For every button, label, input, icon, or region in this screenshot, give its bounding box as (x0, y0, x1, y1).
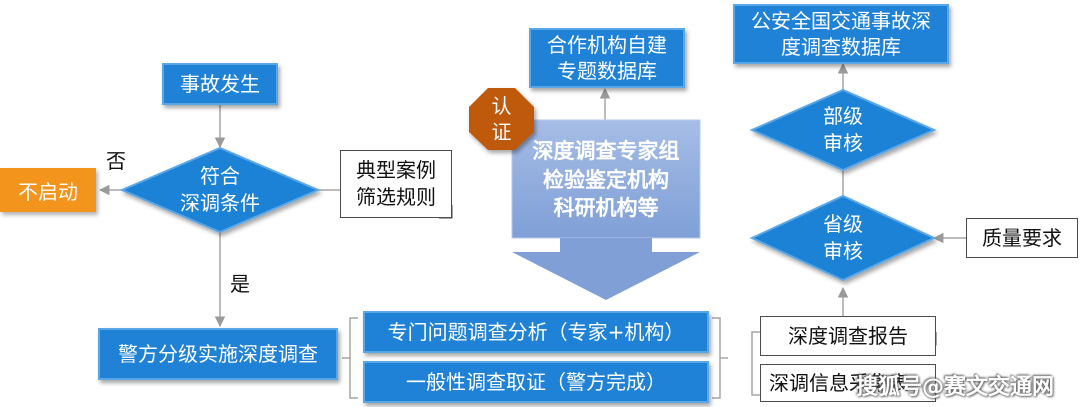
criteria-diamond (119, 146, 321, 234)
topic-analysis-label: 专门问题调查分析（专家+机构） (387, 320, 685, 344)
province-review-diamond (749, 194, 937, 282)
typical-cases-note: 典型案例 筛选规则 (340, 150, 452, 218)
certification-label: 认 证 (491, 94, 512, 144)
province-review-label: 省级 审核 (823, 212, 863, 263)
not-start-box: 不启动 (0, 168, 96, 212)
deep-survey-report-note: 深度调查报告 (760, 316, 936, 356)
cooperative-db-box: 合作机构自建 专题数据库 (529, 28, 685, 88)
certification-octagon (469, 88, 534, 150)
not-start-label: 不启动 (18, 179, 78, 204)
quality-requirement-note: 质量要求 (966, 218, 1078, 258)
no-label: 否 (106, 149, 126, 173)
experts-label: 深度调查专家组 检验鉴定机构 科研机构等 (532, 139, 680, 221)
ministry-review-label: 部级 审核 (823, 104, 863, 155)
national-db-box: 公安全国交通事故深 度调查数据库 (733, 4, 949, 64)
typical-cases-label: 典型案例 筛选规则 (356, 158, 436, 209)
national-db-label: 公安全国交通事故深 度调查数据库 (751, 9, 931, 59)
cooperative-db-label: 合作机构自建 专题数据库 (547, 33, 667, 83)
police-survey-label: 警方分级实施深度调查 (118, 342, 318, 366)
right-brace (712, 317, 728, 399)
deep-survey-report-label: 深度调查报告 (788, 323, 908, 348)
police-survey-box: 警方分级实施深度调查 (98, 328, 338, 380)
general-survey-box: 一般性调查取证（警方完成） (363, 361, 709, 403)
report-bracket (751, 331, 760, 396)
watermark-text: 搜狐号@赛文交通网 (856, 375, 1055, 400)
left-brace (342, 317, 358, 399)
general-survey-label: 一般性调查取证（警方完成） (406, 370, 666, 394)
event-occurred-label: 事故发生 (180, 72, 260, 96)
criteria-label: 符合 深调条件 (180, 164, 260, 215)
big-down-arrow (512, 238, 700, 300)
info-collection-label: 深调信息采集表 (769, 370, 909, 395)
yes-label: 是 (230, 272, 250, 296)
quality-requirement-label: 质量要求 (982, 225, 1062, 250)
topic-analysis-box: 专门问题调查分析（专家+机构） (363, 311, 709, 353)
info-collection-note: 深调信息采集表 (760, 364, 936, 402)
ministry-review-diamond (749, 88, 937, 172)
event-occurred-box: 事故发生 (162, 63, 278, 105)
